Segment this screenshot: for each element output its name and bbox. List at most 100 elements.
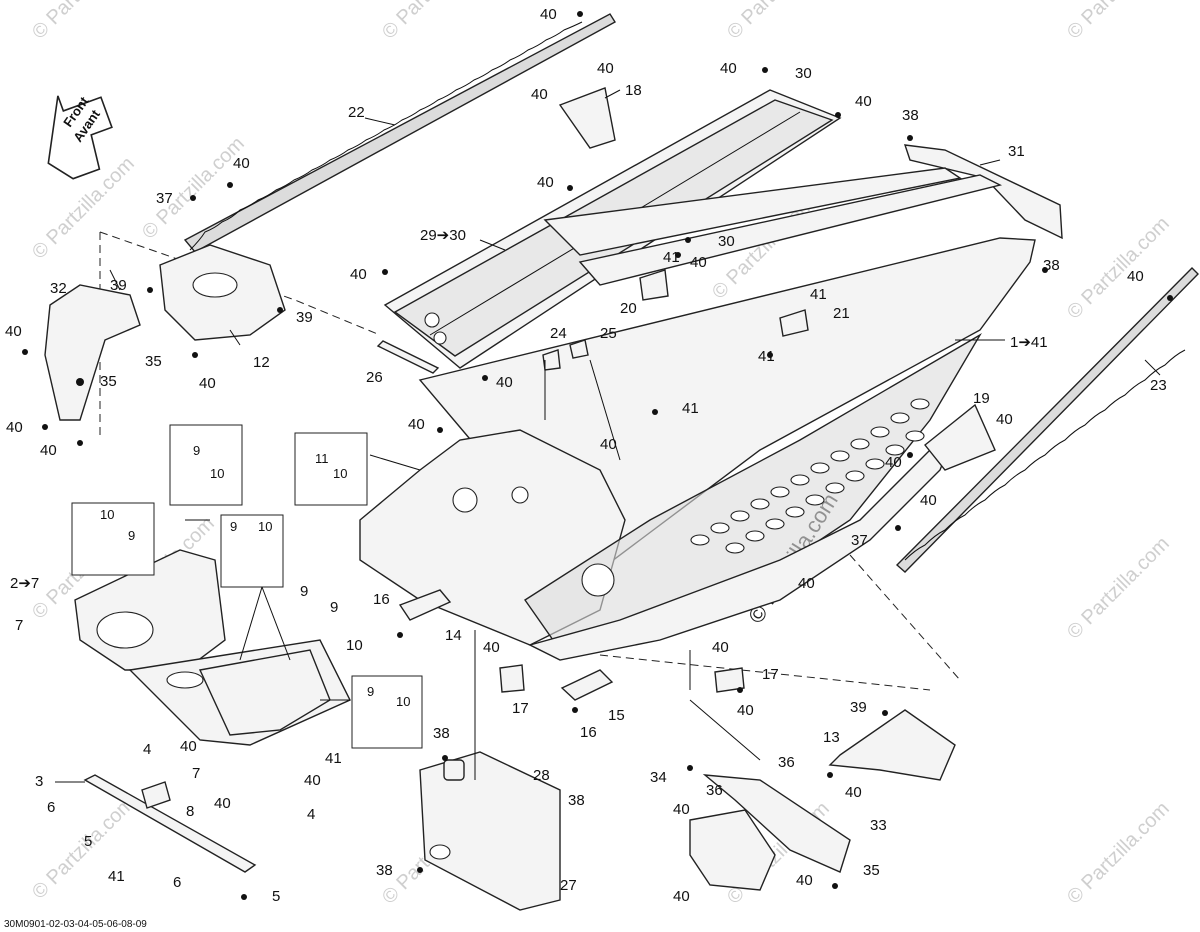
- callout-3: 3: [35, 773, 43, 790]
- callout-21: 21: [833, 305, 850, 322]
- callout-37: 37: [851, 532, 868, 549]
- bracket-33: [689, 774, 851, 891]
- callout-40: 40: [199, 375, 216, 392]
- callout-8: 8: [186, 803, 194, 820]
- callout-14: 14: [445, 627, 462, 644]
- callout-13: 13: [823, 729, 840, 746]
- callout-40: 40: [5, 323, 22, 340]
- callout-38: 38: [433, 725, 450, 742]
- callout-31: 31: [1008, 143, 1025, 160]
- callout-40: 40: [712, 639, 729, 656]
- strip-26: [376, 340, 440, 374]
- callout-40: 40: [673, 801, 690, 818]
- callout-38: 38: [568, 792, 585, 809]
- callout-16: 16: [373, 591, 390, 608]
- callout-40: 40: [483, 639, 500, 656]
- callout-10: 10: [100, 507, 114, 522]
- callout-39: 39: [110, 277, 127, 294]
- rail-23: [895, 267, 1199, 573]
- callout-32: 32: [50, 280, 67, 297]
- callout-40: 40: [885, 454, 902, 471]
- small-parts: [398, 269, 809, 701]
- callout-39: 39: [296, 309, 313, 326]
- callout-36: 36: [706, 782, 723, 799]
- front-frame-2: [74, 549, 351, 746]
- callout-40: 40: [798, 575, 815, 592]
- callout-40: 40: [796, 872, 813, 889]
- callout-6: 6: [173, 874, 181, 891]
- callout-2: 2➔7: [10, 575, 39, 592]
- callout-9: 9: [193, 443, 200, 458]
- callout-12: 12: [253, 354, 270, 371]
- watermark: © Partzilla.com: [1063, 533, 1174, 644]
- callout-17: 17: [762, 666, 779, 683]
- callout-40: 40: [737, 702, 754, 719]
- watermark: © Partzilla.com: [723, 0, 834, 44]
- callout-23: 23: [1150, 377, 1167, 394]
- callout-40: 40: [496, 374, 513, 391]
- callout-29: 29➔30: [420, 227, 466, 244]
- callout-22: 22: [348, 104, 365, 121]
- callout-4: 4: [307, 806, 315, 823]
- callout-40: 40: [720, 60, 737, 77]
- callout-40: 40: [600, 436, 617, 453]
- callout-40: 40: [531, 86, 548, 103]
- callout-19: 19: [973, 390, 990, 407]
- callout-40: 40: [690, 254, 707, 271]
- callout-7: 7: [192, 765, 200, 782]
- bracket-32: [44, 284, 141, 421]
- callout-40: 40: [537, 174, 554, 191]
- callout-11: 11: [315, 451, 329, 466]
- callouts: 40 22 18 40 40 40 30 40 38 31 37 40 40 2…: [5, 6, 1167, 905]
- callout-40: 40: [597, 60, 614, 77]
- callout-24: 24: [550, 325, 567, 342]
- callout-40: 40: [1127, 268, 1144, 285]
- tunnel-frame-1: [359, 167, 1036, 661]
- callout-10: 10: [210, 466, 224, 481]
- callout-40: 40: [350, 266, 367, 283]
- callout-9: 9: [230, 519, 237, 534]
- callout-40: 40: [845, 784, 862, 801]
- callout-5: 5: [84, 833, 92, 850]
- callout-9: 9: [300, 583, 308, 600]
- callout-16: 16: [580, 724, 597, 741]
- callout-4: 4: [143, 741, 151, 758]
- callout-38: 38: [1043, 257, 1060, 274]
- radiator-27: [419, 751, 561, 911]
- callout-30: 30: [795, 65, 812, 82]
- callout-33: 33: [870, 817, 887, 834]
- hardware-boxes: [71, 424, 423, 749]
- callout-9: 9: [128, 528, 135, 543]
- callout-20: 20: [620, 300, 637, 317]
- callout-5: 5: [272, 888, 280, 905]
- callout-36: 36: [778, 754, 795, 771]
- watermark: © Partzilla.com: [1063, 0, 1174, 44]
- callout-40: 40: [996, 411, 1013, 428]
- callout-38: 38: [902, 107, 919, 124]
- callout-26: 26: [366, 369, 383, 386]
- callout-10: 10: [346, 637, 363, 654]
- callout-41: 41: [325, 750, 342, 767]
- callout-25: 25: [600, 325, 617, 342]
- callout-10: 10: [396, 694, 410, 709]
- callout-40: 40: [233, 155, 250, 172]
- bracket-31: [903, 144, 1063, 240]
- callout-37: 37: [156, 190, 173, 207]
- rail-22: [183, 13, 616, 253]
- callout-40: 40: [214, 795, 231, 812]
- callout-41: 41: [663, 249, 680, 266]
- watermark: © Partzilla.com: [28, 0, 139, 44]
- callout-1: 1➔41: [1010, 334, 1048, 351]
- callout-40: 40: [920, 492, 937, 509]
- callout-9: 9: [367, 684, 374, 699]
- callout-40: 40: [540, 6, 557, 23]
- callout-18: 18: [625, 82, 642, 99]
- callout-41: 41: [682, 400, 699, 417]
- callout-41: 41: [108, 868, 125, 885]
- callout-6: 6: [47, 799, 55, 816]
- callout-35: 35: [100, 373, 117, 390]
- callout-17: 17: [512, 700, 529, 717]
- callout-30: 30: [718, 233, 735, 250]
- callout-39: 39: [850, 699, 867, 716]
